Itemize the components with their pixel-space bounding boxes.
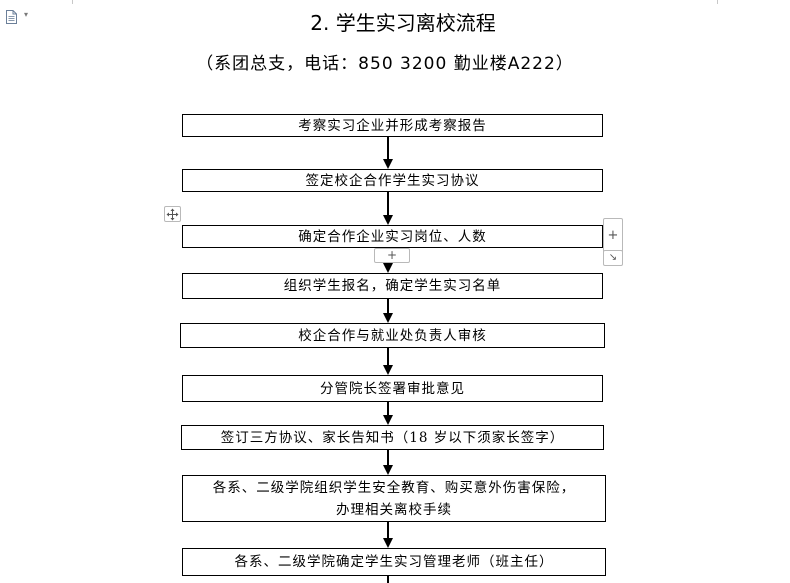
flow-step-1: 考察实习企业并形成考察报告 — [182, 114, 603, 137]
flow-step-text: 考察实习企业并形成考察报告 — [298, 117, 487, 134]
flow-step-4: 组织学生报名，确定学生实习名单 — [182, 273, 603, 299]
flow-step-text: 签定校企合作学生实习协议 — [305, 172, 480, 189]
document-title: 2. 学生实习离校流程 — [310, 11, 496, 35]
flow-arrow — [383, 263, 393, 273]
move-icon — [166, 208, 179, 220]
page-edge-right — [717, 0, 718, 4]
contact-info: （系团总支，电话：850 3200 勤业楼A222） — [196, 54, 574, 74]
flow-step-3: 确定合作企业实习岗位、人数 — [182, 225, 603, 248]
move-handle[interactable] — [164, 206, 181, 222]
flow-arrow — [383, 522, 393, 548]
flow-step-text: 办理相关离校手续 — [336, 501, 452, 518]
add-row-button[interactable]: + — [374, 248, 410, 263]
flow-step-8: 各系、二级学院组织学生安全教育、购买意外伤害保险， 办理相关离校手续 — [182, 475, 606, 522]
flow-arrow — [383, 299, 393, 323]
flow-arrow — [383, 402, 393, 425]
page-edge-left — [72, 0, 73, 4]
flow-step-text: 校企合作与就业处负责人审核 — [298, 327, 487, 344]
flow-arrow — [383, 450, 393, 475]
chevron-down-icon[interactable]: ▾ — [24, 10, 29, 19]
flow-arrow — [383, 192, 393, 225]
flow-step-text: 签订三方协议、家长告知书（18 岁以下须家长签字） — [220, 429, 565, 446]
flow-step-9: 各系、二级学院确定学生实习管理老师（班主任） — [182, 548, 606, 576]
flow-step-5: 校企合作与就业处负责人审核 — [180, 323, 605, 348]
flow-step-7: 签订三方协议、家长告知书（18 岁以下须家长签字） — [181, 425, 604, 450]
flow-step-text: 确定合作企业实习岗位、人数 — [298, 228, 487, 245]
add-column-button[interactable]: + — [603, 218, 623, 254]
flow-step-6: 分管院长签署审批意见 — [182, 375, 603, 402]
resize-handle[interactable]: ↘ — [603, 250, 623, 266]
flow-step-text: 各系、二级学院组织学生安全教育、购买意外伤害保险， — [212, 479, 576, 496]
flow-step-text: 各系、二级学院确定学生实习管理老师（班主任） — [234, 554, 554, 570]
flow-step-text: 组织学生报名，确定学生实习名单 — [283, 278, 502, 294]
flow-arrow — [383, 576, 393, 583]
flow-arrow — [383, 137, 393, 169]
document-icon[interactable] — [6, 10, 17, 24]
flow-step-2: 签定校企合作学生实习协议 — [182, 169, 603, 192]
flow-arrow — [383, 348, 393, 375]
flow-step-text: 分管院长签署审批意见 — [320, 380, 465, 397]
